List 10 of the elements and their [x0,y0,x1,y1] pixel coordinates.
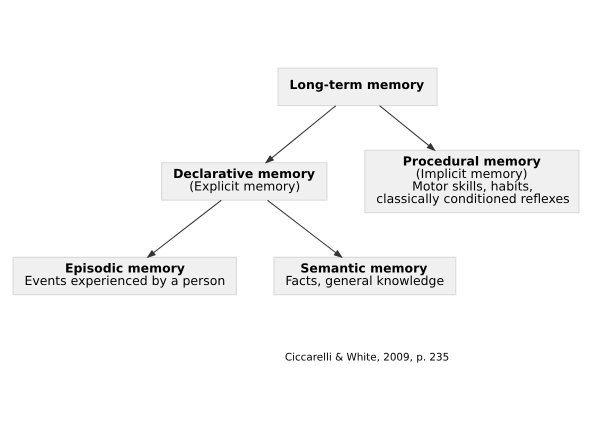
arrow [379,104,436,151]
label: Ciccarelli & White, 2009, p. 235 [284,351,450,364]
arrow [264,104,336,164]
node-box: Declarative memory (Explicit memory) [161,162,328,200]
node-box: Long-term memory [278,67,438,106]
node-box: Episodic memory Events experienced by a person [12,256,238,295]
node-box: Procedural memory (Implicit memory) Motor skills, habits, classically conditioned reflexes [364,149,580,213]
node-box: Semantic memory Facts, general knowledge [273,256,456,295]
arrow [267,199,343,258]
arrow [146,199,222,258]
